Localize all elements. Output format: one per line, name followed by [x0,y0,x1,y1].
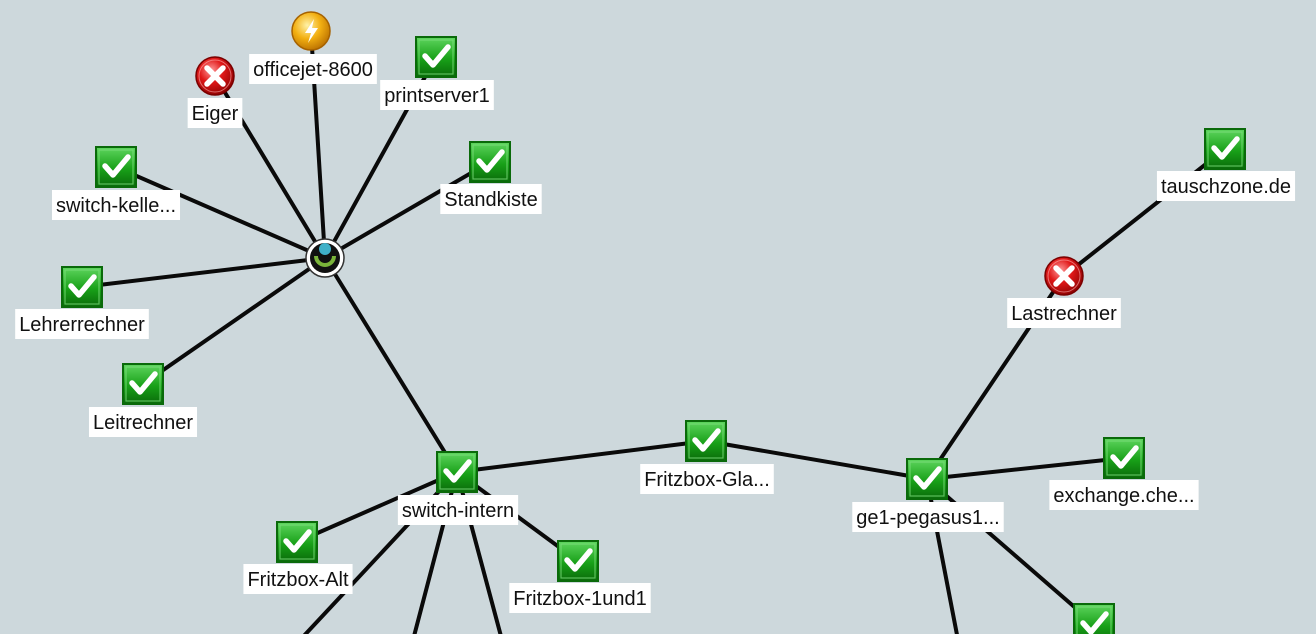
node-label: switch-kelle... [56,195,176,217]
link-central-hub-standkiste [323,160,492,260]
node-tauschzone[interactable]: tauschzone.de [1156,128,1296,201]
node-label: Leitrechner [93,412,193,434]
lightning-warning-icon [291,11,331,51]
link-layer [80,29,1227,634]
hub-icon [305,238,345,278]
link-lastrechner-tauschzone [1062,147,1227,278]
node-label-box [1049,480,1199,510]
node-label-box [1156,171,1296,201]
link-fritzbox-glas-ge1-pegasus [704,439,929,481]
link-switch-intern-fritzbox-glas [455,439,708,474]
node-label-box [187,98,243,128]
checkmark-icon [1204,128,1246,170]
node-label-box [15,309,149,339]
checkmark-icon [469,141,511,183]
node-label: officejet-8600 [253,59,373,81]
checkmark-icon [276,521,318,563]
error-x-icon [1044,256,1084,296]
node-label-box [88,407,198,437]
error-x-icon [195,56,235,96]
checkmark-icon [1103,437,1145,479]
node-lehrerrechner[interactable]: Lehrerrechner [15,266,149,339]
node-label: Fritzbox-1und1 [513,588,646,610]
checkmark-icon [557,540,599,582]
link-central-hub-switch-keller [114,165,327,260]
node-printserver1[interactable]: printserver1 [380,36,494,110]
link-ge1-pegasus-exchange [925,456,1126,481]
node-switch-keller[interactable]: switch-kelle... [51,146,181,220]
node-label: Lastrechner [1011,303,1117,325]
node-label: ge1-pegasus1... [856,507,999,529]
node-label: Fritzbox-Alt [247,569,349,591]
node-label: switch-intern [402,500,514,522]
node-label: Fritzbox-Gla... [644,469,770,491]
node-label-box [852,502,1004,532]
node-fritzbox-1und1[interactable]: Fritzbox-1und1 [509,540,651,613]
checkmark-icon [415,36,457,78]
node-label-box [509,583,651,613]
node-eiger[interactable]: Eiger [187,56,243,128]
node-lastrechner[interactable]: Lastrechner [1007,256,1121,328]
node-officejet-8600[interactable]: officejet-8600 [249,11,377,84]
node-label-box [1007,298,1121,328]
node-exchange[interactable]: exchange.che... [1049,437,1199,510]
node-label-box [640,464,774,494]
link-switch-intern-fritzbox-alt [295,470,459,544]
node-partial-bottom-right[interactable] [1073,603,1115,634]
node-label-box [397,495,519,525]
node-label-box [380,80,494,110]
checkmark-icon [436,451,478,493]
link-central-hub-leitrechner [141,256,327,386]
node-label: exchange.che... [1053,485,1194,507]
checkmark-icon [906,458,948,500]
node-switch-intern[interactable]: switch-intern [397,451,519,525]
node-label: tauschzone.de [1161,176,1291,198]
node-standkiste[interactable]: Standkiste [440,141,542,214]
node-label: Standkiste [444,189,537,211]
node-leitrechner[interactable]: Leitrechner [88,363,198,437]
node-central-hub[interactable] [305,238,345,278]
link-central-hub-lehrerrechner [80,256,327,289]
checkmark-icon [61,266,103,308]
link-central-hub-switch-intern [323,256,459,474]
node-fritzbox-glas[interactable]: Fritzbox-Gla... [640,420,774,494]
checkmark-icon [95,146,137,188]
checkmark-icon [1073,603,1115,634]
node-ge1-pegasus[interactable]: ge1-pegasus1... [852,458,1004,532]
node-label: Eiger [192,103,239,125]
checkmark-icon [685,420,727,462]
node-label-box [243,564,353,594]
node-label: printserver1 [384,85,490,107]
node-label-box [249,54,377,84]
node-label: Lehrerrechner [19,314,145,336]
checkmark-icon [122,363,164,405]
node-fritzbox-alt[interactable]: Fritzbox-Alt [243,521,353,594]
node-label-box [51,190,181,220]
node-label-box [440,184,542,214]
